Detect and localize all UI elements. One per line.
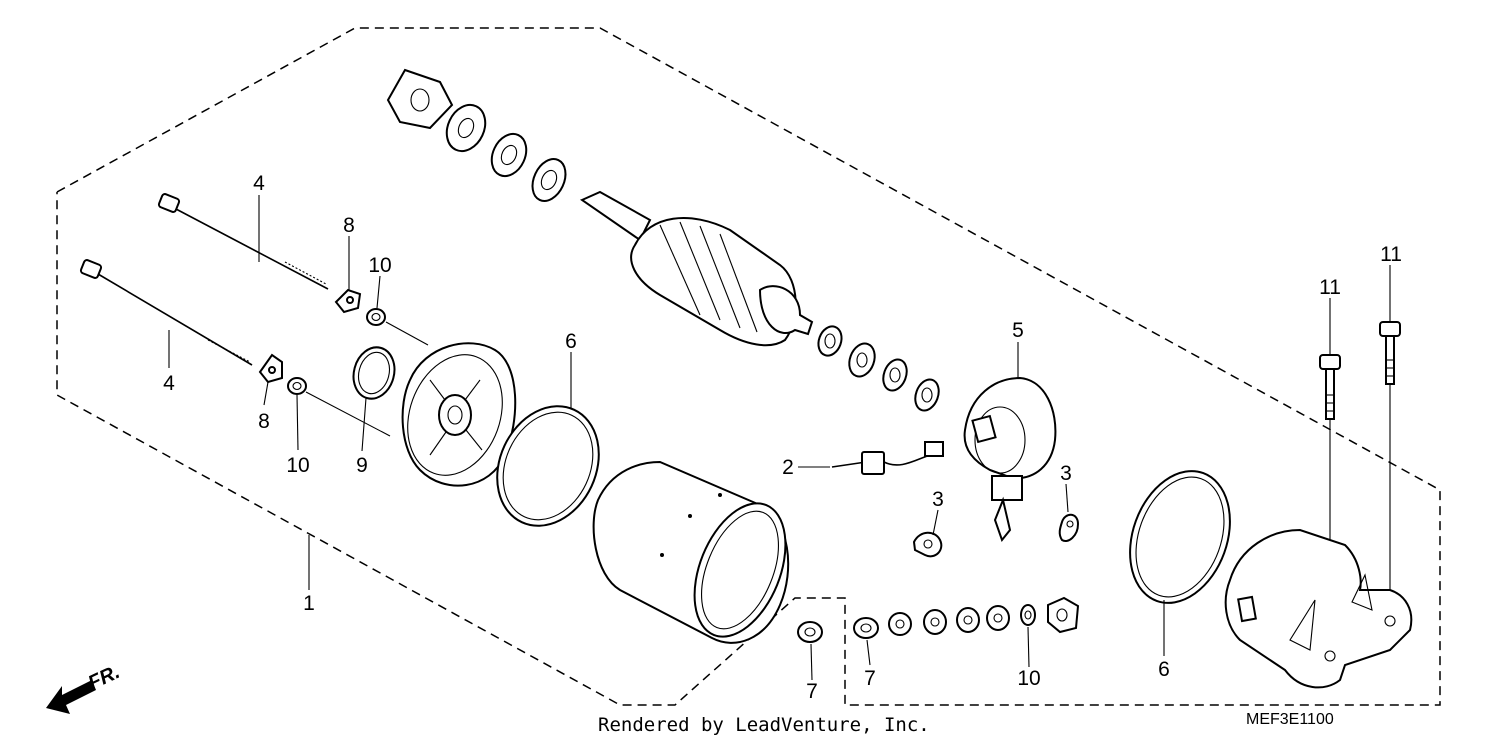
callout-9: 9 xyxy=(356,454,368,477)
callout-10-terminal: 10 xyxy=(1017,667,1040,690)
callout-1: 1 xyxy=(303,592,315,615)
callouts: 4 8 10 4 8 10 9 6 1 2 5 3 3 6 7 7 10 11 … xyxy=(163,172,1402,703)
front-direction-indicator: FR. xyxy=(46,661,123,714)
callout-3-left: 3 xyxy=(932,488,944,511)
lock-washer-upper xyxy=(334,288,362,314)
shim-washer-1 xyxy=(445,103,487,153)
callout-11-left: 11 xyxy=(1319,276,1341,299)
brush-holder xyxy=(963,376,1057,543)
callout-10-lower: 10 xyxy=(286,454,309,477)
lock-washer-lower xyxy=(258,353,283,384)
shim-right-2 xyxy=(848,342,876,378)
callout-7-right: 7 xyxy=(864,667,876,690)
terminal-insulator-2 xyxy=(923,609,947,635)
terminal-insulator-4 xyxy=(986,605,1010,631)
shim-right-4 xyxy=(914,378,940,412)
washer-upper xyxy=(366,308,386,326)
callout-4-upper: 4 xyxy=(253,172,265,195)
brush-spring-right xyxy=(1058,513,1080,542)
shim-washer-2 xyxy=(490,132,528,178)
o-ring-small xyxy=(352,346,396,400)
shim-retainer-plate xyxy=(386,68,454,130)
brush-terminal xyxy=(831,441,944,475)
render-credit: Rendered by LeadVenture, Inc. xyxy=(598,714,930,736)
callout-6-front: 6 xyxy=(565,330,577,353)
motor-case xyxy=(592,460,790,644)
washer-lower xyxy=(287,377,307,395)
callout-11-right: 11 xyxy=(1380,243,1402,266)
terminal-insulator-3 xyxy=(956,607,980,633)
shim-washer-3 xyxy=(531,158,567,202)
callout-2: 2 xyxy=(782,456,794,479)
terminal-nut-left xyxy=(797,621,823,643)
housing-bolt-right xyxy=(1379,321,1401,385)
callout-5: 5 xyxy=(1012,319,1024,342)
callout-3-right: 3 xyxy=(1060,462,1072,485)
shim-right-1 xyxy=(817,325,843,357)
leader-lines xyxy=(168,195,1391,681)
callout-8-lower: 8 xyxy=(258,410,270,433)
armature xyxy=(579,190,814,347)
rear-housing xyxy=(1224,528,1413,689)
callout-7-left: 7 xyxy=(806,680,818,703)
o-ring-front xyxy=(496,405,600,527)
terminal-nut-right xyxy=(853,617,879,639)
callout-10-upper: 10 xyxy=(368,254,391,277)
through-bolt-upper xyxy=(157,193,329,290)
callout-4-lower: 4 xyxy=(163,372,175,395)
terminal-insulator-1 xyxy=(888,612,912,636)
brush-spring-left xyxy=(912,531,943,558)
terminal-washer xyxy=(1020,604,1036,626)
terminal-bolt-head xyxy=(1047,596,1080,634)
assembly-boundary xyxy=(56,27,1441,706)
callout-8-upper: 8 xyxy=(343,214,355,237)
diagram-code: MEF3E1100 xyxy=(1246,711,1334,728)
front-direction-arrow-icon xyxy=(46,680,96,714)
callout-6-rear: 6 xyxy=(1158,658,1170,681)
through-bolt-lower xyxy=(79,259,253,366)
housing-bolt-left xyxy=(1319,354,1341,420)
shim-right-3 xyxy=(882,358,908,392)
o-ring-rear xyxy=(1129,470,1231,604)
